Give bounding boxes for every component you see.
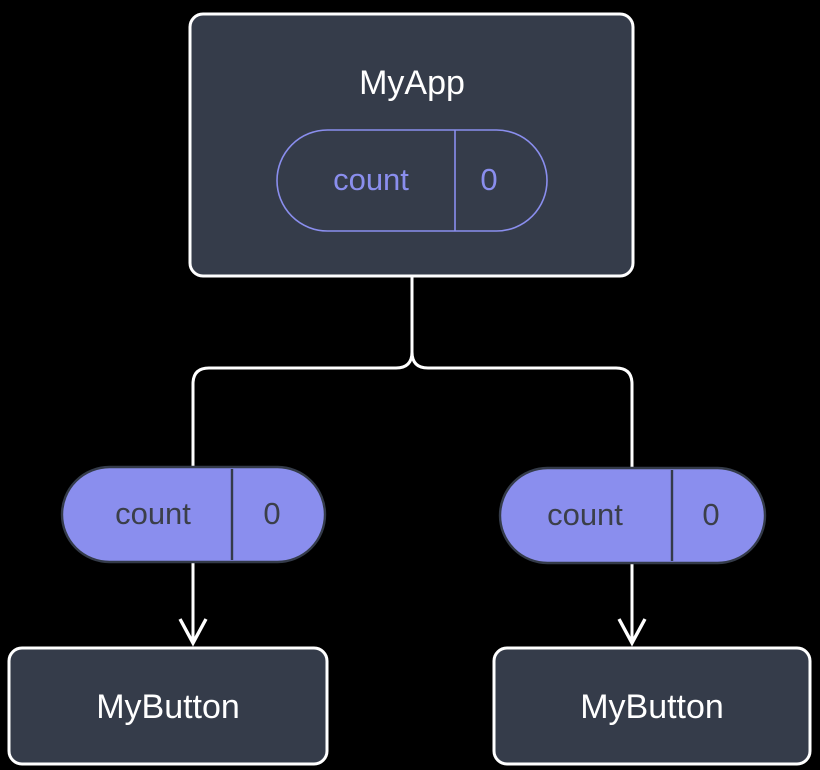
arrow-head-right <box>617 618 647 647</box>
myapp-box-border <box>188 12 635 278</box>
state-left-key: count <box>115 496 191 531</box>
state-right-pill <box>498 466 767 565</box>
state-left-pill <box>60 465 327 564</box>
edge-myapp-to-state-left <box>191 276 414 467</box>
edge-myapp-to-state-right <box>410 276 634 468</box>
node-myapp[interactable]: MyApp count 0 <box>188 12 635 278</box>
state-right-value: 0 <box>702 497 719 532</box>
node-mybutton-left[interactable]: MyButton <box>7 646 329 766</box>
myapp-label: MyApp <box>359 64 465 102</box>
state-right-key: count <box>547 497 623 532</box>
myapp-state-key: count <box>333 162 409 197</box>
mybutton-left-label: MyButton <box>96 688 240 726</box>
state-left-value: 0 <box>263 496 280 531</box>
node-state-left[interactable]: count 0 <box>60 465 327 564</box>
myapp-state-pill[interactable]: count 0 <box>276 129 548 232</box>
node-state-right[interactable]: count 0 <box>498 466 767 565</box>
node-mybutton-right[interactable]: MyButton <box>492 646 812 766</box>
mybutton-right-label: MyButton <box>580 688 724 726</box>
arrow-head-left <box>178 618 208 647</box>
edge-group <box>178 276 647 647</box>
myapp-state-pill-outline <box>276 129 548 232</box>
mybutton-right-box-border <box>492 646 812 766</box>
mybutton-right-box-fill <box>494 648 810 764</box>
mybutton-left-box-fill <box>9 648 327 764</box>
myapp-state-value: 0 <box>480 162 497 197</box>
mybutton-left-box-border <box>7 646 329 766</box>
myapp-box-fill <box>190 14 633 276</box>
